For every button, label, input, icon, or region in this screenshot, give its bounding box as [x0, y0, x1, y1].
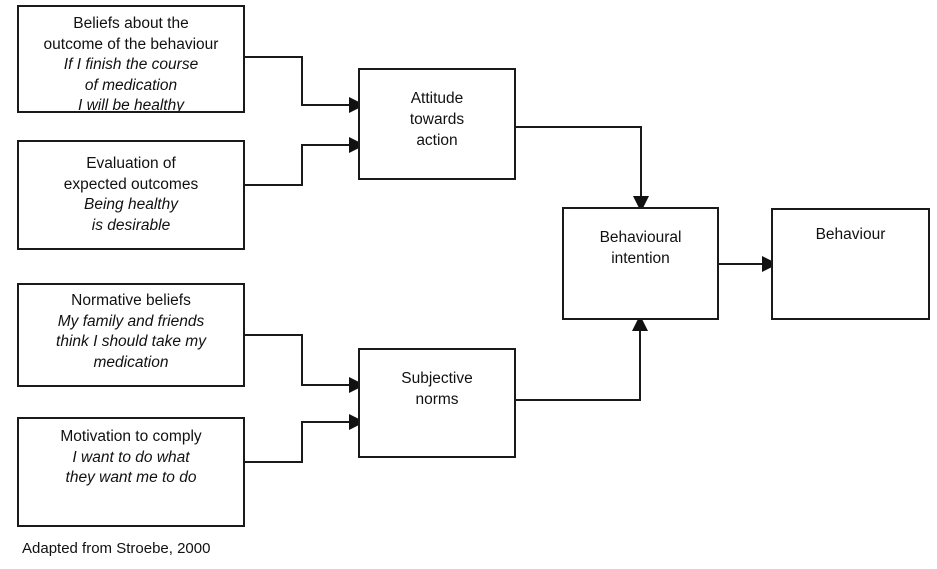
node-attitude-text: Attitude towards action — [360, 70, 514, 151]
node-intention-line-1: Behavioural — [599, 229, 682, 246]
node-subjective-line-1: Subjective — [401, 370, 473, 387]
node-attitude-line-1: Attitude — [410, 90, 464, 107]
edge-intention-to-behaviour — [719, 256, 778, 272]
node-evaluation-example-line-2: is desirable — [91, 216, 171, 234]
node-beliefs-example-line-2: of medication — [84, 76, 178, 94]
node-evaluation-line-2: expected outcomes — [63, 175, 199, 193]
edge-normative-to-subjective — [245, 334, 365, 393]
node-evaluation-example-line-1: Being healthy — [84, 196, 178, 213]
node-intention-line-2: intention — [611, 250, 670, 267]
edge-evaluation-to-attitude — [245, 137, 365, 186]
node-behaviour-text: Behaviour — [773, 210, 928, 245]
node-normative-beliefs: Normative beliefs My family and friends … — [17, 283, 245, 387]
node-beliefs-line-1: Beliefs about the — [73, 15, 189, 32]
node-subjective-norms: Subjective norms — [358, 348, 516, 458]
node-subjective-text: Subjective norms — [360, 350, 514, 410]
node-subjective-line-2: norms — [415, 391, 459, 408]
node-behavioural-intention: Behavioural intention — [562, 207, 719, 320]
node-beliefs-about-outcome: Beliefs about the outcome of the behavio… — [17, 5, 245, 113]
edge-attitude-to-intention — [516, 126, 649, 212]
edge-motivation-to-subjective — [245, 414, 365, 463]
node-attitude-towards-action: Attitude towards action — [358, 68, 516, 180]
node-beliefs-line-2: outcome of the behaviour — [43, 35, 219, 53]
node-normative-example-line-1: My family and friends — [57, 312, 205, 330]
node-motivation-example-line-1: I want to do what — [72, 448, 190, 466]
node-beliefs-text: Beliefs about the outcome of the behavio… — [19, 7, 243, 113]
node-motivation-line-1: Motivation to comply — [60, 428, 202, 445]
node-normative-text: Normative beliefs My family and friends … — [19, 285, 243, 373]
source-caption: Adapted from Stroebe, 2000 — [22, 540, 211, 557]
node-attitude-line-3: action — [416, 132, 458, 149]
node-evaluation-of-expected-outcomes: Evaluation of expected outcomes Being he… — [17, 140, 245, 250]
node-intention-text: Behavioural intention — [564, 209, 717, 269]
node-normative-example-line-3: medication — [93, 353, 169, 371]
node-beliefs-example-line-3: I will be healthy — [78, 97, 184, 113]
node-beliefs-example-line-1: If I finish the course — [63, 56, 199, 73]
edge-subjective-to-intention — [516, 315, 648, 401]
edge-beliefs-to-attitude — [245, 56, 365, 113]
node-motivation-text: Motivation to comply I want to do what t… — [19, 419, 243, 489]
node-normative-line-1: Normative beliefs — [71, 292, 191, 309]
node-behaviour-line-1: Behaviour — [815, 226, 886, 243]
node-evaluation-line-1: Evaluation of — [86, 155, 176, 172]
node-normative-example-line-2: think I should take my — [56, 333, 206, 350]
node-behaviour: Behaviour — [771, 208, 930, 320]
node-attitude-line-2: towards — [409, 111, 465, 128]
node-motivation-example-line-2: they want me to do — [65, 469, 197, 486]
node-motivation-to-comply: Motivation to comply I want to do what t… — [17, 417, 245, 527]
node-evaluation-text: Evaluation of expected outcomes Being he… — [19, 142, 243, 236]
